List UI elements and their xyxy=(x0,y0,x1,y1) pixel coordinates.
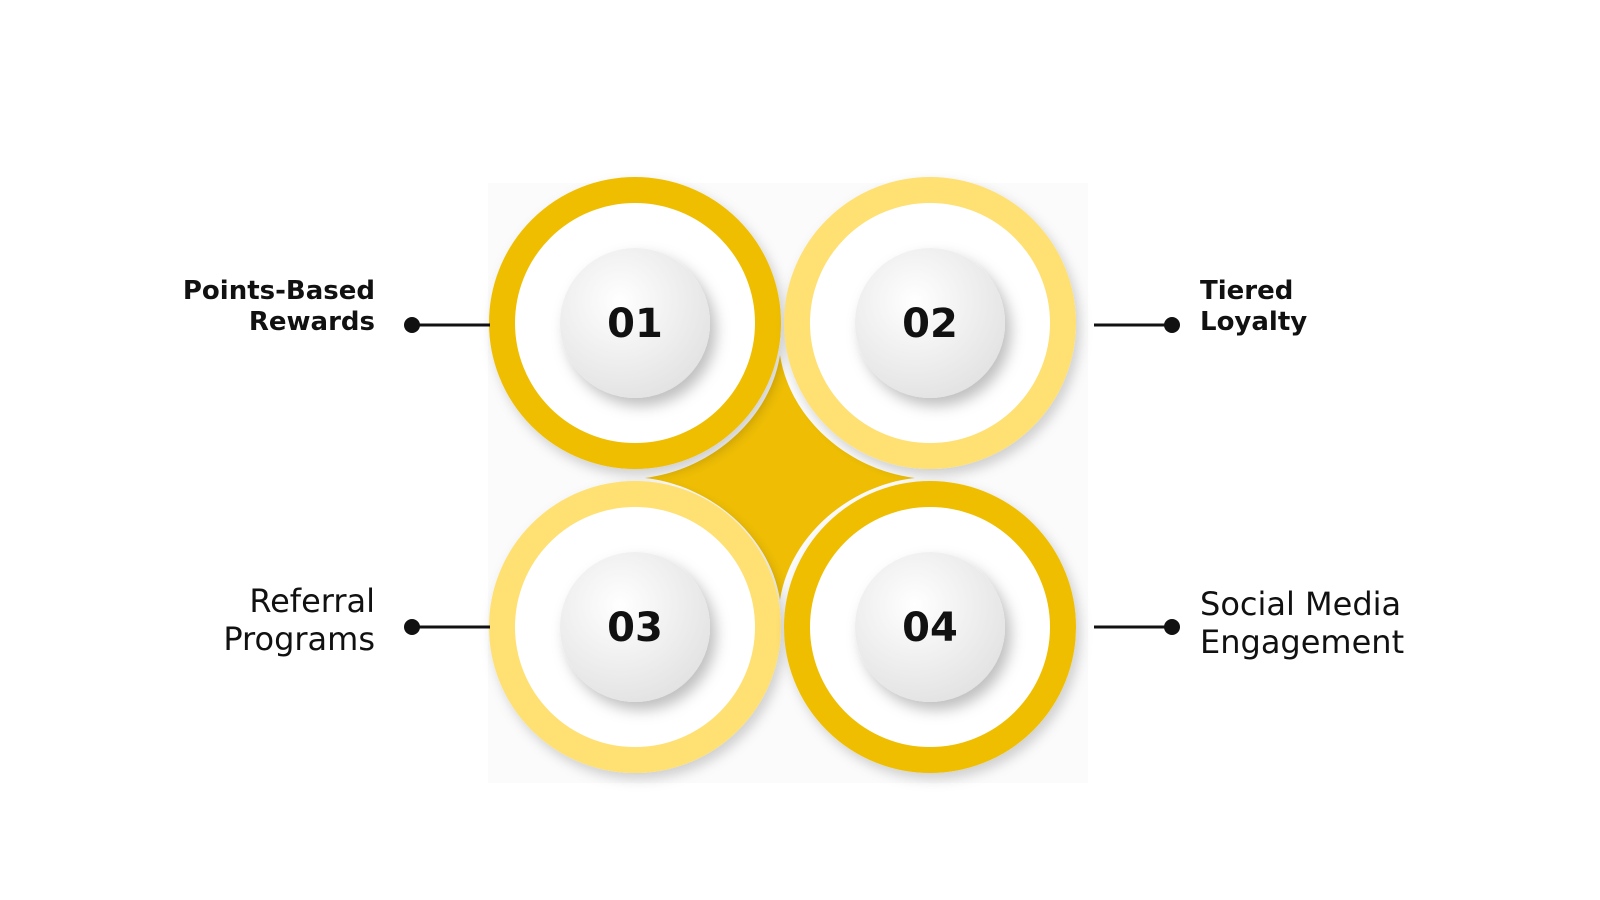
step-04-disc xyxy=(855,552,1005,702)
step-01: 01 xyxy=(489,177,781,469)
connector-04-dot xyxy=(1164,619,1180,635)
step-02: 02 xyxy=(784,177,1076,469)
label-04-line-1: Social Media xyxy=(1200,585,1402,623)
label-04-line-2: Engagement xyxy=(1200,623,1405,662)
step-01-disc xyxy=(560,248,710,398)
label-02-line-1: Tiered xyxy=(1200,276,1294,306)
connector-01-dot xyxy=(404,317,420,333)
step-04: 04 xyxy=(784,481,1076,773)
step-03-disc xyxy=(560,552,710,702)
connector-04 xyxy=(1094,619,1180,635)
label-01-line-2: Rewards xyxy=(248,307,375,338)
step-02-disc xyxy=(855,248,1005,398)
connector-03-dot xyxy=(404,619,420,635)
label-referral-programs: Referral Programs xyxy=(223,582,375,659)
connector-01 xyxy=(404,317,490,333)
label-tiered-loyalty: Tiered Loyalty xyxy=(1200,276,1307,338)
label-social-media-engagement: Social Media Engagement xyxy=(1200,585,1404,662)
center-hub xyxy=(645,355,915,600)
label-01-line-1: Points-Based xyxy=(182,276,375,306)
step-01-number: 01 xyxy=(607,301,663,347)
step-03-number: 03 xyxy=(607,605,663,651)
label-02-line-2: Loyalty xyxy=(1200,307,1308,338)
label-03-line-1: Referral xyxy=(249,582,375,620)
step-04-number: 04 xyxy=(902,605,958,651)
label-points-based-rewards: Points-Based Rewards xyxy=(183,276,375,338)
step-03: 03 xyxy=(489,481,781,773)
connector-02 xyxy=(1094,317,1180,333)
connector-02-dot xyxy=(1164,317,1180,333)
step-02-number: 02 xyxy=(902,301,958,347)
connector-03 xyxy=(404,619,490,635)
label-03-line-2: Programs xyxy=(223,620,375,659)
